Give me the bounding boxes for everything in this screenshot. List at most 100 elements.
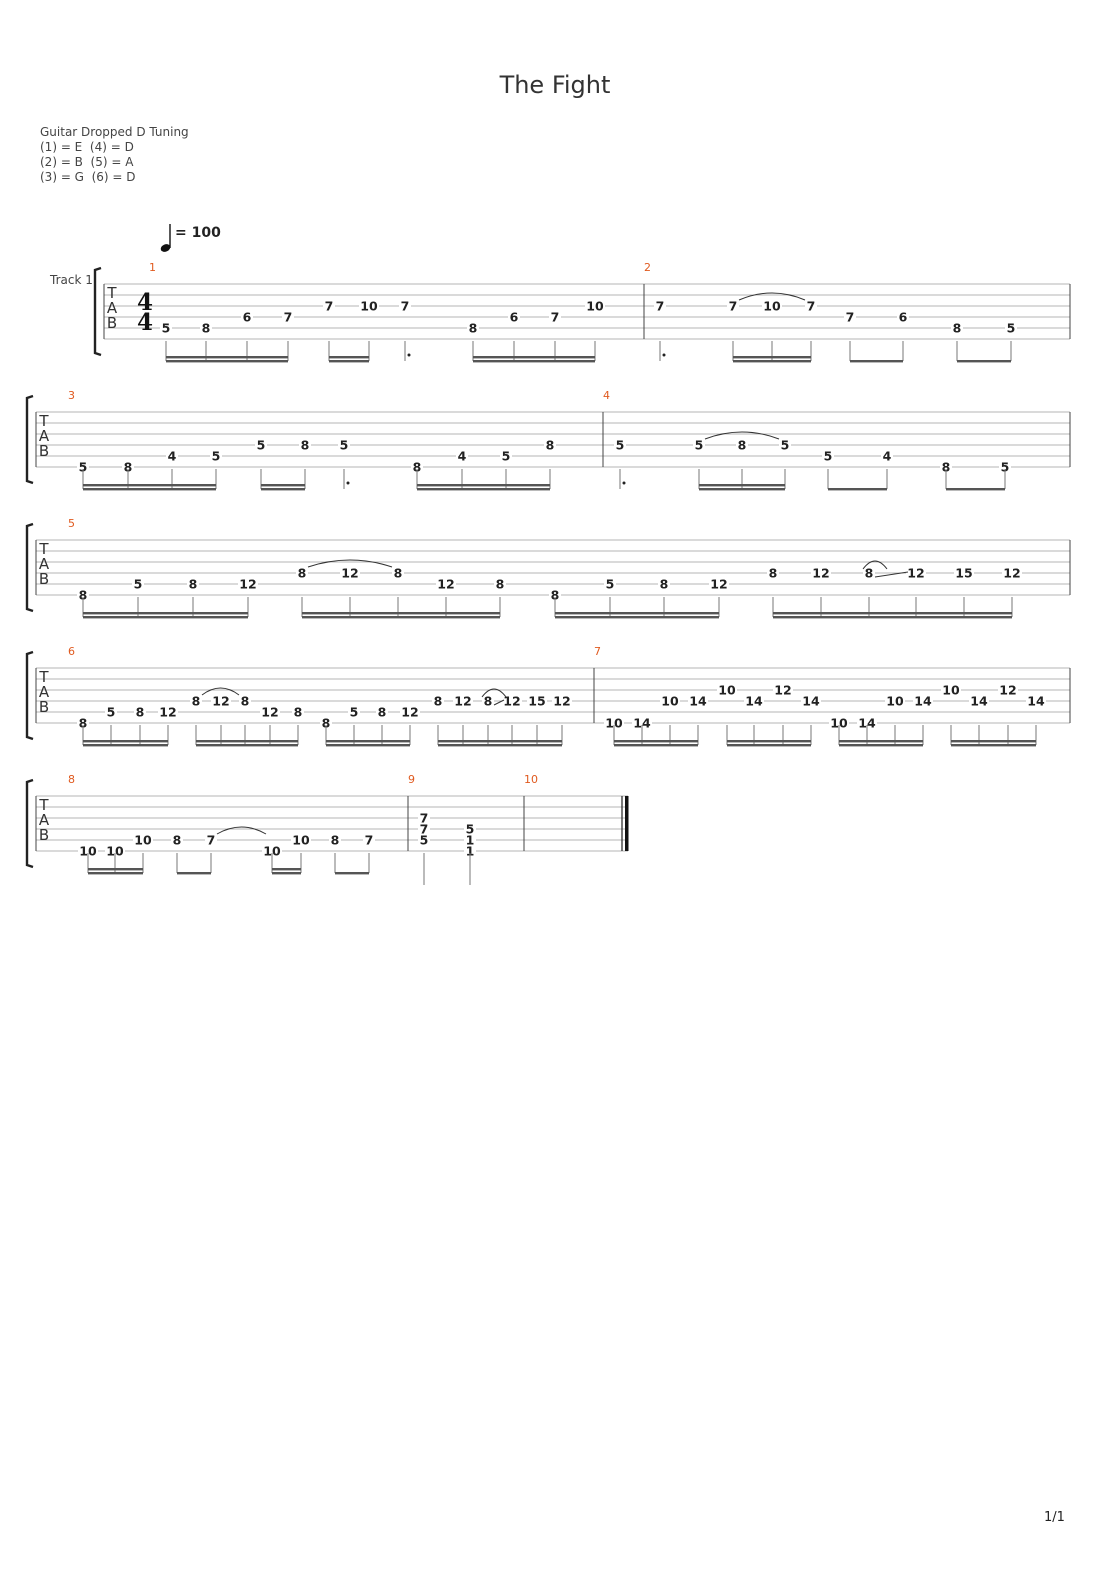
note-beam <box>196 744 298 747</box>
fret-number: 5 <box>606 577 615 592</box>
fret-number: 14 <box>914 694 932 709</box>
fret-number: 7 <box>365 833 374 848</box>
note-beam <box>473 356 595 359</box>
fret-background <box>897 311 909 323</box>
system-bracket <box>25 778 34 869</box>
note-beam <box>839 744 923 747</box>
fret-background <box>255 439 267 451</box>
page-number: 1/1 <box>1044 1510 1065 1525</box>
fret-number: 8 <box>865 566 874 581</box>
tab-clef-letter: B <box>39 442 49 460</box>
fret-background <box>604 578 616 590</box>
fret-background <box>392 567 404 579</box>
note-beam <box>83 484 216 487</box>
measure-number: 9 <box>408 773 415 786</box>
note-beam <box>261 488 305 491</box>
fret-number: 6 <box>899 310 908 325</box>
fret-background <box>291 834 311 846</box>
fret-number: 8 <box>434 694 443 709</box>
fret-number: 10 <box>134 833 152 848</box>
fret-background <box>166 450 178 462</box>
fret-number: 10 <box>830 716 848 731</box>
note-beam <box>699 484 785 487</box>
fret-number: 5 <box>502 449 511 464</box>
note-beam <box>839 740 923 743</box>
fret-background <box>552 695 572 707</box>
note-beam <box>555 616 719 619</box>
fret-number: 7 <box>729 299 738 314</box>
fret-background <box>941 684 961 696</box>
note-beam <box>261 484 305 487</box>
fret-number: 12 <box>710 577 727 592</box>
fret-number: 5 <box>616 438 625 453</box>
measure-number: 6 <box>68 645 75 658</box>
fret-number: 8 <box>241 694 250 709</box>
fret-number: 10 <box>661 694 679 709</box>
measure-number: 8 <box>68 773 75 786</box>
fret-background <box>134 706 146 718</box>
note-beam <box>335 872 369 875</box>
slide-arc <box>481 688 507 698</box>
fret-number: 7 <box>551 310 560 325</box>
rhythm-dot <box>407 353 411 357</box>
note-beam <box>850 360 903 363</box>
fret-background <box>241 311 253 323</box>
fret-background <box>77 717 89 729</box>
time-signature-top: 4 <box>137 289 153 316</box>
fret-background <box>376 706 388 718</box>
fret-background <box>688 695 708 707</box>
note-beam <box>957 360 1011 363</box>
fret-background <box>549 589 561 601</box>
fret-number: 12 <box>812 566 829 581</box>
rhythm-dot <box>662 353 666 357</box>
fret-background <box>549 311 561 323</box>
fret-number: 10 <box>605 716 623 731</box>
fret-background <box>906 567 926 579</box>
fret-background <box>954 567 974 579</box>
fret-number: 6 <box>243 310 252 325</box>
fret-background <box>881 450 893 462</box>
note-beam <box>326 744 410 747</box>
fret-number: 8 <box>136 705 145 720</box>
fret-number: 8 <box>551 588 560 603</box>
fret-background <box>604 717 624 729</box>
note-beam <box>83 740 168 743</box>
fret-background <box>998 684 1018 696</box>
fret-number: 12 <box>999 683 1016 698</box>
note-beam <box>166 360 288 363</box>
fret-background <box>508 311 520 323</box>
fret-background <box>158 706 178 718</box>
system-bracket <box>25 522 34 613</box>
note-beam <box>88 872 143 875</box>
fret-background <box>658 578 670 590</box>
note-beam <box>828 488 887 491</box>
slide-line <box>493 699 505 706</box>
fret-number: 7 <box>401 299 410 314</box>
fret-background <box>585 300 605 312</box>
fret-number: 12 <box>159 705 176 720</box>
note-beam <box>302 612 500 615</box>
fret-number: 7 <box>656 299 665 314</box>
fret-number: 5 <box>340 438 349 453</box>
fret-background <box>614 439 626 451</box>
fret-background <box>262 845 282 857</box>
rhythm-dot <box>346 481 350 485</box>
note-beam <box>438 740 562 743</box>
fret-number: 5 <box>824 449 833 464</box>
fret-background <box>436 578 456 590</box>
fret-number: 8 <box>202 321 211 336</box>
fret-number: 10 <box>718 683 736 698</box>
note-beam <box>302 616 500 619</box>
note-beam <box>614 740 698 743</box>
fret-background <box>857 717 877 729</box>
fret-background <box>654 300 666 312</box>
note-beam <box>733 356 811 359</box>
tuning-info: Guitar Dropped D Tuning (1) = E (4) = D … <box>40 125 189 185</box>
fret-background <box>323 300 335 312</box>
fret-number: 10 <box>886 694 904 709</box>
fret-background <box>779 439 791 451</box>
fret-background <box>205 834 217 846</box>
fret-number: 8 <box>484 694 493 709</box>
fret-number: 8 <box>192 694 201 709</box>
fret-background <box>464 834 476 846</box>
